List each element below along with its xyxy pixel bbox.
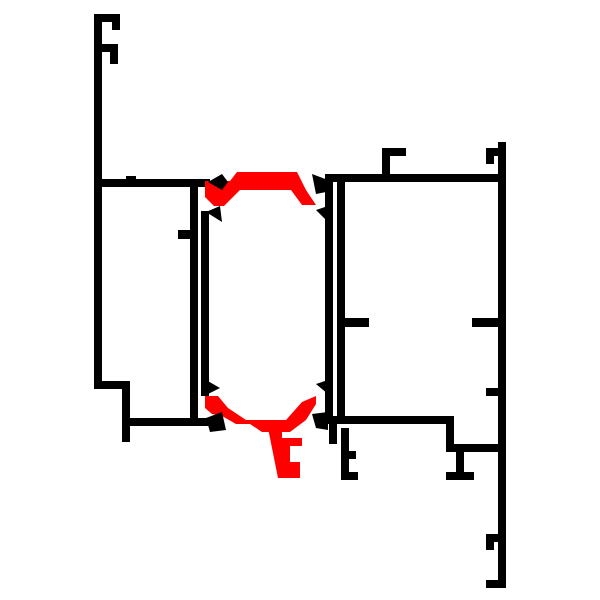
- right-tall-rail: [486, 142, 506, 588]
- gasket-top-right-lower: [316, 206, 328, 222]
- right-chamber-right-tab: [472, 318, 502, 327]
- gasket-bottom-left: [206, 380, 220, 394]
- right-frame-bottom-wall: [325, 416, 506, 452]
- right-chamber-left-tab: [341, 318, 369, 327]
- left-tall-rail: [94, 14, 104, 389]
- center-sash-profile: [201, 176, 333, 424]
- gasket-bottom-right: [316, 380, 328, 394]
- gasket-top-right: [312, 174, 328, 194]
- left-frame-profile: [94, 14, 210, 442]
- gasket-top-left: [208, 174, 228, 190]
- thermal-break-group: [205, 172, 316, 478]
- glazing-gaskets: [206, 174, 328, 432]
- right-rail-bottom-hook: [486, 534, 500, 550]
- right-chamber-small-tab: [486, 388, 502, 396]
- left-frame-top-tab: [126, 176, 136, 182]
- gasket-bottom-left-lower: [206, 412, 226, 432]
- left-rail-mid-hook: [94, 44, 118, 64]
- bottom-thermal-break-strip: [205, 396, 316, 432]
- right-frame-profile: [325, 142, 506, 588]
- gasket-top-left-lower: [206, 206, 222, 222]
- top-thermal-break-strip: [205, 172, 316, 206]
- left-rail-top-hook: [94, 14, 120, 30]
- right-frame-top-hook-left: [382, 148, 406, 174]
- gasket-bottom-right-lower: [312, 412, 328, 430]
- right-lower-hook-left: [341, 428, 358, 480]
- right-lower-t: [446, 444, 474, 480]
- bottom-thermal-break-hook: [268, 428, 302, 478]
- left-frame-inner-tab: [178, 230, 196, 239]
